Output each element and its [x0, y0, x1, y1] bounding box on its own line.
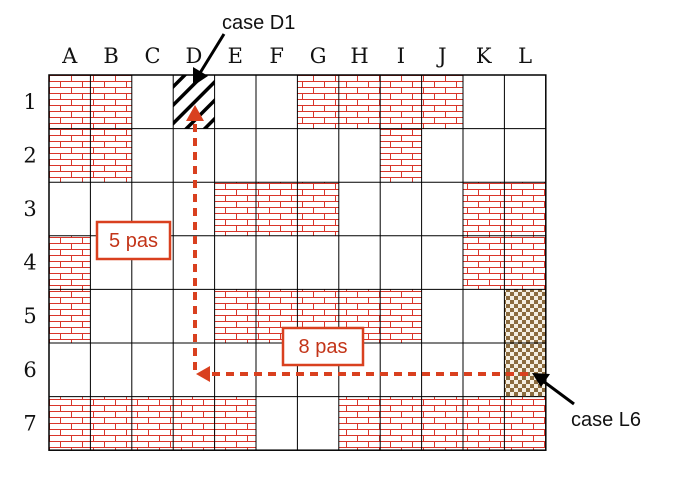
column-label-k: K — [476, 44, 492, 68]
row-labels: 1 2 3 4 5 6 7 — [23, 90, 36, 436]
column-label-i: I — [397, 44, 405, 68]
column-label-f: F — [269, 44, 284, 68]
wall-a7-e7 — [49, 396, 256, 451]
vertical-step-label: 5 pas — [95, 220, 172, 261]
row-label-2: 2 — [23, 143, 36, 167]
path-vertical-arrowhead — [186, 105, 204, 121]
row-label-5: 5 — [23, 304, 36, 328]
vertical-step-text: 5 pas — [109, 230, 158, 252]
column-label-h: H — [350, 44, 368, 68]
target-callout-arrowhead — [193, 67, 208, 86]
column-label-b: B — [103, 44, 118, 68]
column-label-d: D — [185, 44, 202, 68]
start-callout-arrow-line — [542, 379, 575, 406]
column-label-l: L — [518, 44, 532, 68]
start-callout-arrowhead — [532, 373, 550, 387]
wall-e3-g3 — [214, 182, 339, 236]
column-label-g: G — [310, 44, 327, 68]
target-callout-label: case D1 — [222, 12, 295, 34]
row-label-1: 1 — [23, 90, 36, 114]
row-label-6: 6 — [23, 358, 36, 382]
column-label-j: J — [436, 44, 446, 68]
row-label-7: 7 — [23, 411, 36, 435]
path-horizontal-arrowhead — [196, 366, 210, 382]
grid-border — [48, 74, 547, 451]
column-label-c: C — [144, 44, 160, 68]
row-label-3: 3 — [23, 197, 36, 221]
wall-h7-l7 — [338, 396, 546, 451]
wall-i2 — [380, 128, 422, 183]
grid-lines — [49, 75, 546, 451]
column-label-a: A — [61, 44, 78, 68]
column-label-e: E — [228, 44, 243, 68]
row-label-4: 4 — [23, 251, 36, 275]
target-callout-arrow-line — [198, 33, 226, 74]
horizontal-step-label: 8 pas — [281, 326, 365, 367]
start-callout-label: case L6 — [571, 409, 641, 431]
horizontal-step-text: 8 pas — [299, 336, 348, 358]
